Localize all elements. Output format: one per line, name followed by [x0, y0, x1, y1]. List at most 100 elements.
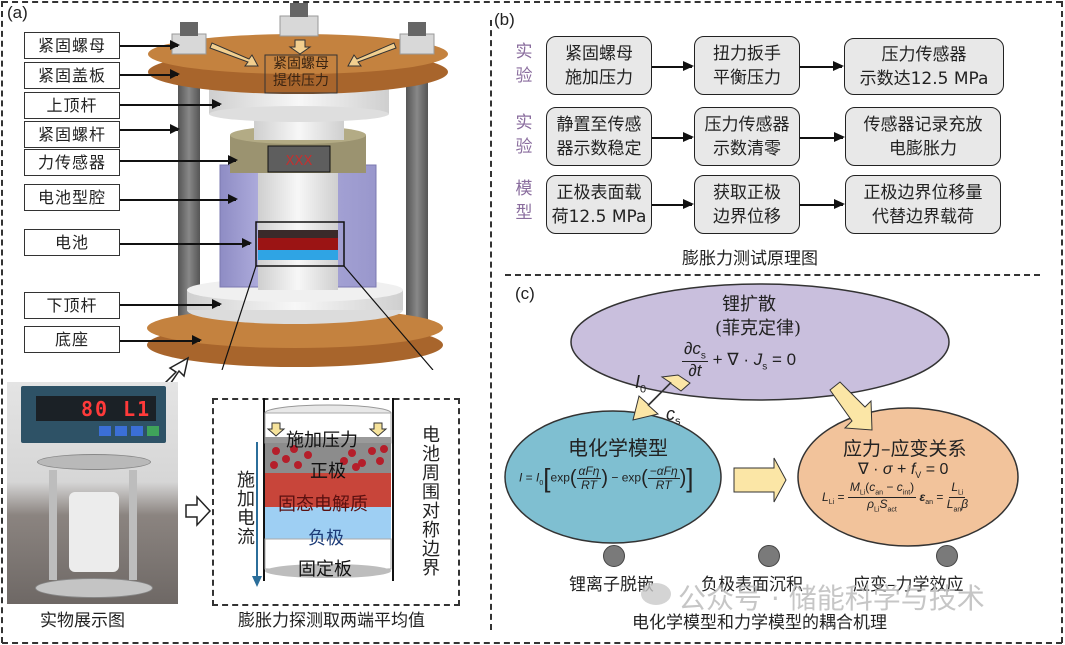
pressure-arrow-right	[368, 422, 388, 437]
effect-label-2: 负极表面沉积	[701, 575, 803, 595]
pointer-lower-rod	[120, 300, 222, 308]
layer-label-pressure: 施加压力	[286, 430, 358, 451]
symmetric-boundary-label: 电池周围对称边界	[419, 425, 440, 577]
label-cover-plate: 紧固盖板	[24, 62, 120, 89]
electrochem-title: 电化学模型	[568, 436, 668, 460]
effect-label-1: 锂离子脱嵌	[569, 575, 654, 595]
flow-arrow-1-1	[652, 62, 694, 70]
apparatus-photo: 80 L1	[7, 382, 178, 604]
flow-arrow-1-2	[800, 62, 844, 70]
flow-step-1-1: 紧固螺母 施加压力	[546, 36, 652, 95]
current-arrow	[256, 442, 258, 577]
pointer-sensor	[120, 156, 238, 164]
flow-step-2-1: 静置至传感 器示数稳定	[546, 107, 652, 166]
label-fastening-bolt: 紧固螺杆	[24, 121, 120, 148]
pointer-cavity	[120, 195, 238, 203]
rod-left	[178, 60, 200, 325]
photo-meter-reading: 80 L1	[81, 397, 152, 421]
pointer-base	[120, 336, 202, 344]
flow-arrow-3-2	[800, 200, 845, 208]
label-lower-push-rod: 下顶杆	[24, 292, 120, 319]
layer-electrolyte	[265, 473, 391, 507]
nut-right	[399, 33, 435, 55]
photo-meter: 80 L1	[21, 386, 166, 443]
flow-step-3-2: 获取正极 边界位移	[694, 175, 800, 234]
pointer-battery	[120, 239, 252, 247]
force-arrow-down	[288, 39, 312, 55]
coupling-diagram	[504, 283, 1019, 547]
flow-arrow-2-1	[652, 133, 694, 141]
double-arrow-diffusion-electrochem	[632, 374, 691, 421]
rod-right	[406, 60, 428, 325]
watermark: 公众号 · 储能科学与技术	[678, 582, 985, 615]
flow-step-3-1: 正极表面载 荷12.5 MPa	[546, 175, 652, 234]
apparatus-drawing: XXX	[147, 3, 448, 370]
layer-label-cathode: 正极	[310, 461, 346, 482]
mechanics-equation-1: ∇ · σ + fV = 0	[858, 461, 949, 481]
current-arrow-head	[252, 576, 262, 587]
battery-cathode	[258, 238, 338, 250]
flow-step-2-3: 传感器记录充放 电膨胀力	[845, 107, 1001, 166]
node-diffusion	[570, 283, 950, 401]
frame-left	[1, 1, 3, 643]
photo-caption: 实物展示图	[40, 611, 125, 631]
label-base: 底座	[24, 326, 120, 353]
pointer-cover-plate	[120, 70, 180, 78]
row-label-3: 模 型	[515, 179, 533, 223]
diffusion-subtitle: (菲克定律)	[715, 318, 802, 339]
panel-a-label: (a)	[7, 3, 28, 22]
flow-arrow-3-1	[652, 200, 694, 208]
panel-c-caption: 电化学模型和力学模型的耦合机理	[632, 613, 887, 633]
svg-text:XXX: XXX	[286, 154, 313, 169]
arrow-diffusion-mechanics	[829, 381, 873, 431]
wechat-icon	[641, 583, 671, 605]
hollow-arrow-right	[185, 495, 212, 527]
layer-label-fixed-plate: 固定板	[298, 559, 352, 580]
label-force-sensor: 力传感器	[24, 149, 120, 176]
panel-b-caption: 膨胀力测试原理图	[682, 249, 818, 269]
effect-label-3: 应变–力学效应	[853, 575, 964, 595]
node-electrochem	[504, 410, 722, 544]
pointer-upper-rod	[120, 100, 222, 108]
flow-step-2-2: 压力传感器 示数清零	[694, 107, 800, 166]
force-arrow-left	[209, 42, 259, 67]
panel-divider-vertical	[490, 20, 492, 630]
frame-right	[1061, 1, 1063, 643]
link-label-cs: cs	[666, 404, 681, 428]
effect-dot-2	[758, 545, 780, 567]
frame-bottom	[2, 642, 1062, 644]
arrow-electrochem-mechanics	[733, 457, 787, 503]
diffusion-equation: ∂cs∂t + ∇ · Js = 0	[682, 339, 797, 381]
nut-center	[279, 15, 319, 37]
layer-label-anode: 负极	[308, 528, 344, 549]
flow-step-1-2: 扭力扳手 平衡压力	[694, 36, 800, 95]
detail-caption: 膨胀力探测取两端平均值	[238, 611, 425, 631]
frame-top	[2, 1, 1062, 3]
label-upper-push-rod: 上顶杆	[24, 92, 120, 119]
mechanics-title: 应力–应变关系	[843, 438, 967, 460]
cover-plate	[148, 34, 448, 74]
layer-label-electrolyte: 固态电解质	[278, 494, 368, 515]
sensor-display	[267, 145, 331, 173]
label-battery-cavity: 电池型腔	[24, 184, 120, 211]
battery-detail-box	[212, 398, 460, 606]
apply-current-label: 施加电流	[234, 470, 255, 546]
layer-anode	[265, 507, 391, 539]
link-label-I0: I0	[635, 372, 647, 396]
row-label-2: 实 验	[515, 113, 533, 157]
label-fastening-nut: 紧固螺母	[24, 32, 120, 59]
row-label-1: 实 验	[515, 42, 533, 86]
apparatus-note: 紧固螺母 提供压力	[273, 56, 329, 89]
battery-layer-stack	[264, 404, 392, 578]
diffusion-title: 锂扩散	[722, 294, 776, 315]
battery-anode	[258, 250, 338, 260]
panel-divider-horizontal	[505, 274, 1040, 276]
panel-b-label: (b)	[494, 10, 515, 29]
node-mechanics	[797, 407, 1019, 547]
pointer-nut	[120, 41, 180, 49]
pressure-arrow-left	[266, 422, 286, 437]
effect-dot-3	[936, 545, 958, 567]
battery-zoom-box	[255, 221, 345, 267]
flow-step-3-3: 正极边界位移量 代替边界载荷	[845, 175, 1001, 234]
